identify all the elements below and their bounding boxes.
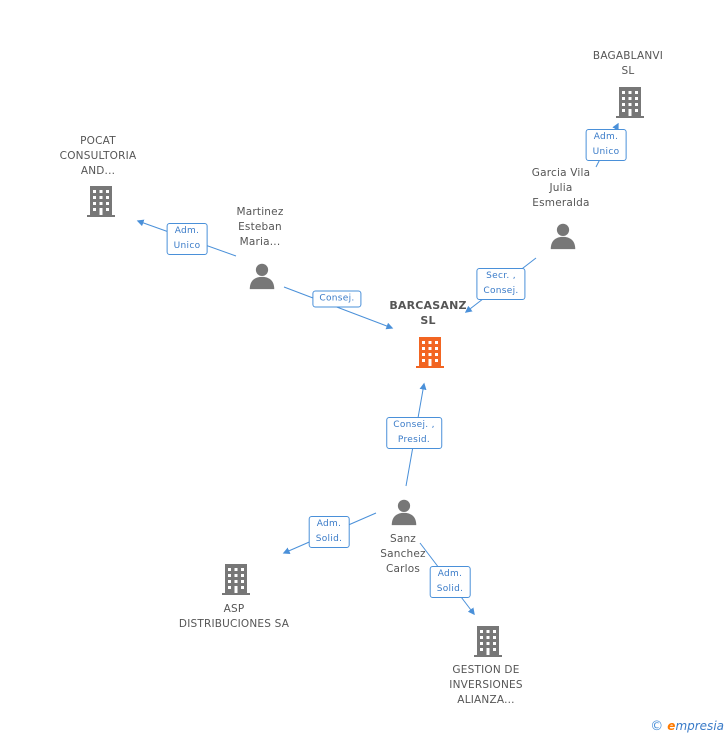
relation-label-sanz-main[interactable]: Consej. , Presid. <box>386 417 442 449</box>
brand-footer: ©empresia <box>650 719 724 734</box>
person-icon-garcia[interactable] <box>550 223 576 250</box>
building-icon-asp[interactable] <box>222 564 250 595</box>
building-icon-gestion[interactable] <box>474 626 502 657</box>
copyright-icon: © <box>650 719 664 734</box>
person-icon-martinez[interactable] <box>249 263 275 290</box>
node-label-main[interactable]: BARCASANZ SL <box>389 299 467 327</box>
building-icon-pocat[interactable] <box>87 186 115 217</box>
building-icon-main[interactable] <box>416 337 444 368</box>
brand-name: mpresia <box>675 719 724 733</box>
node-label-asp[interactable]: ASP DISTRIBUCIONES SA <box>178 603 290 630</box>
building-icon-bagablanvi[interactable] <box>616 87 644 118</box>
brand-logo-initial: e <box>667 719 676 733</box>
relation-label-sanz-asp[interactable]: Adm. Solid. <box>308 516 350 548</box>
node-label-martinez[interactable]: Martinez Esteban Maria... <box>236 206 284 248</box>
node-label-sanz[interactable]: Sanz Sanchez Carlos <box>380 533 426 575</box>
node-label-pocat[interactable]: POCAT CONSULTORIA AND... <box>59 135 137 177</box>
relation-label-garcia-bagablanvi[interactable]: Adm. Unico <box>585 129 627 161</box>
relation-label-martinez-pocat[interactable]: Adm. Unico <box>166 223 208 255</box>
person-icon-sanz[interactable] <box>391 499 417 526</box>
node-label-gestion[interactable]: GESTION DE INVERSIONES ALIANZA... <box>449 664 523 706</box>
relation-label-garcia-main[interactable]: Secr. , Consej. <box>476 268 526 300</box>
node-label-bagablanvi[interactable]: BAGABLANVI SL <box>592 50 664 77</box>
relation-label-martinez-main[interactable]: Consej. <box>312 290 362 308</box>
edge-martinez-main <box>283 286 394 330</box>
relation-label-sanz-gestion[interactable]: Adm. Solid. <box>429 566 471 598</box>
node-label-garcia[interactable]: Garcia Vila Julia Esmeralda <box>531 167 591 209</box>
